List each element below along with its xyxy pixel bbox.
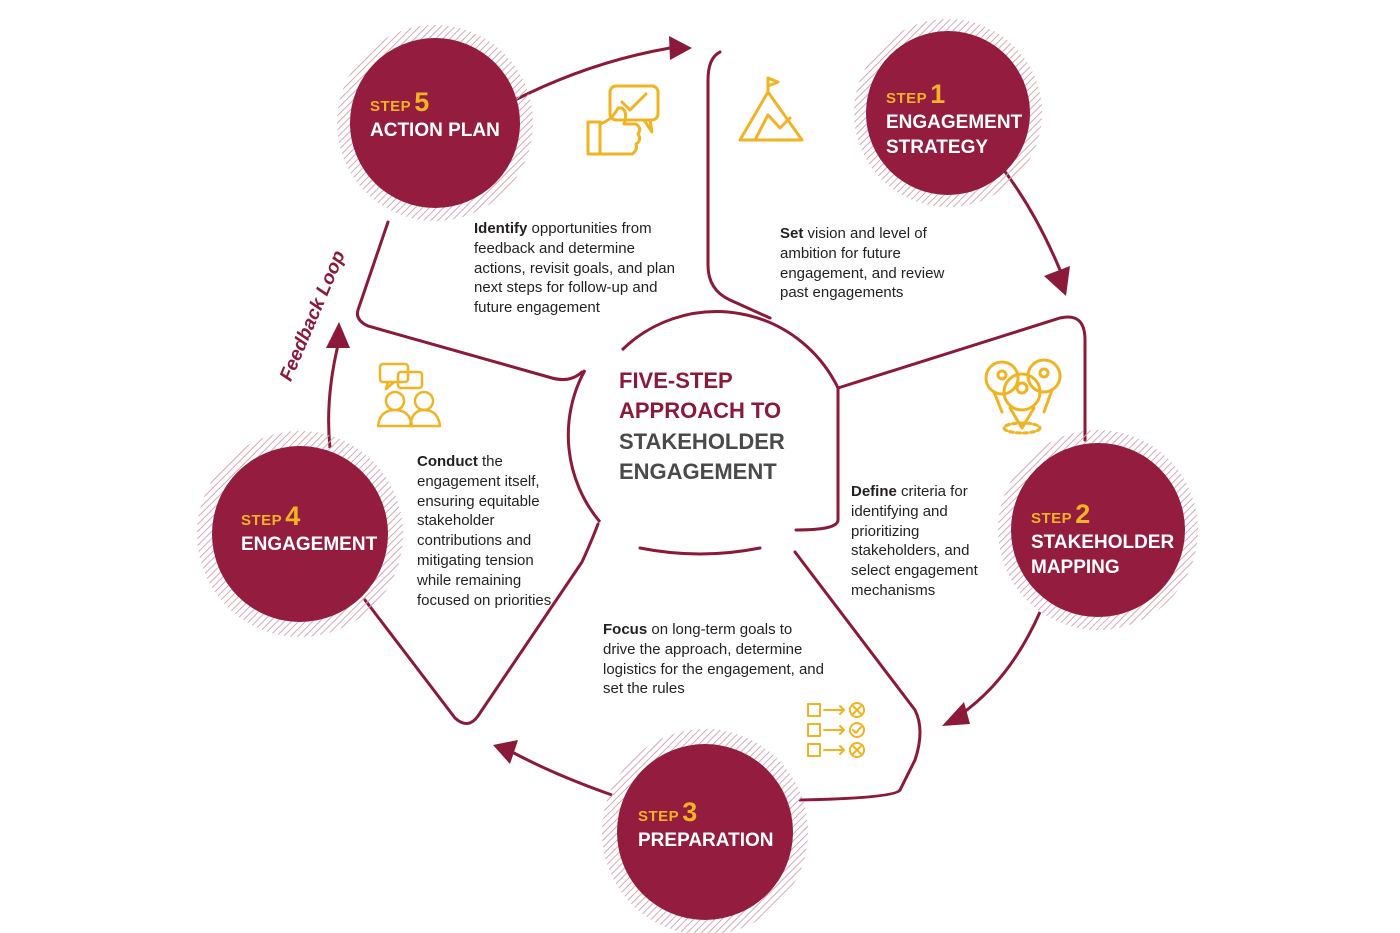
step-5-description: Identify opportunities from feedback and… <box>474 219 680 318</box>
step-4-description: Conduct the engagement itself, ensuring … <box>417 452 569 610</box>
step-1-name-line2: STRATEGY <box>886 137 989 159</box>
divider-bottom-left <box>363 522 600 725</box>
step-2-number: 2 <box>1075 499 1091 529</box>
arrow-2-to-3 <box>959 611 1042 717</box>
center-title: FIVE-STEP APPROACH TO STAKEHOLDER ENGAGE… <box>619 366 785 487</box>
people-chat-icon <box>376 362 442 428</box>
stakeholder-map-pins-icon <box>984 358 1062 435</box>
step-4-desc-text: the engagement itself, ensuring equitabl… <box>417 453 552 609</box>
step-3-description: Focus on long-term goals to drive the ap… <box>603 620 828 699</box>
mountain-flag-icon <box>738 76 804 142</box>
step-3-word: STEP <box>638 808 680 825</box>
step-2-desc-text: criteria for identifying and prioritizin… <box>851 483 978 599</box>
center-title-line4: ENGAGEMENT <box>619 459 777 485</box>
arrow-3-to-4 <box>511 750 613 797</box>
step-4-desc-bold: Conduct <box>417 453 478 470</box>
step-2-circle <box>1011 443 1185 617</box>
divider-right <box>836 315 1087 442</box>
step-2-name-line1: STAKEHOLDER <box>1031 532 1175 554</box>
segment-dividers <box>356 50 1087 802</box>
step-1-desc-text: vision and level of ambition for future … <box>780 225 945 302</box>
arrowhead-2-to-3 <box>942 702 970 726</box>
step-4-number: 4 <box>285 501 301 531</box>
step-1-number: 1 <box>930 79 946 109</box>
step-1-word: STEP <box>886 90 928 107</box>
arrowhead-4-to-5 <box>326 322 350 348</box>
divider-top <box>706 50 772 320</box>
center-ring-left <box>566 369 602 523</box>
step-5-name-line1: ACTION PLAN <box>370 120 500 142</box>
divider-bottom-right <box>793 550 922 802</box>
center-title-line2: APPROACH TO <box>619 398 782 424</box>
center-title-line3: STAKEHOLDER <box>619 428 785 454</box>
step-circles <box>197 19 1198 933</box>
center-title-line1: FIVE-STEP <box>619 368 733 393</box>
step-2-description: Define criteria for identifying and prio… <box>851 482 996 601</box>
step-4-circle <box>212 446 388 622</box>
step-5-number: 5 <box>414 87 430 117</box>
step-5-word: STEP <box>370 98 412 115</box>
step-2-name-line2: MAPPING <box>1031 557 1120 579</box>
step-1-desc-bold: Set <box>780 225 804 242</box>
step-1-description: Set vision and level of ambition for fut… <box>780 224 970 303</box>
center-ring <box>620 310 840 389</box>
divider-right-low <box>794 386 840 532</box>
cycle-arrowheads <box>326 36 1070 764</box>
step-2-word: STEP <box>1031 510 1073 527</box>
arrowhead-3-to-4 <box>493 740 518 764</box>
arrow-4-to-5 <box>327 344 340 449</box>
step-4-word: STEP <box>241 512 283 529</box>
arrowhead-5-to-1 <box>669 36 692 60</box>
step-5-circle <box>350 38 520 208</box>
step-4-name-line1: ENGAGEMENT <box>241 534 378 556</box>
divider-bottom <box>638 546 762 556</box>
step-3-name-line1: PREPARATION <box>638 830 774 852</box>
step-3-circle <box>617 744 793 920</box>
step-1-circle <box>866 31 1030 195</box>
step-3-desc-text: on long-term goals to drive the approach… <box>603 621 824 698</box>
checklist-icon <box>807 702 865 758</box>
step-2-desc-bold: Define <box>851 483 897 500</box>
divider-top-left <box>356 220 584 381</box>
arrowhead-1-to-2 <box>1044 266 1070 296</box>
step-5-desc-text: opportunities from feedback and determin… <box>474 220 675 317</box>
step-5-desc-bold: Identify <box>474 220 528 237</box>
step-3-number: 3 <box>682 797 698 827</box>
thumbs-up-chat-icon <box>586 84 660 156</box>
step-3-desc-bold: Focus <box>603 621 648 638</box>
step-1-name-line1: ENGAGEMENT <box>886 112 1023 134</box>
arrow-5-to-1 <box>514 46 671 102</box>
